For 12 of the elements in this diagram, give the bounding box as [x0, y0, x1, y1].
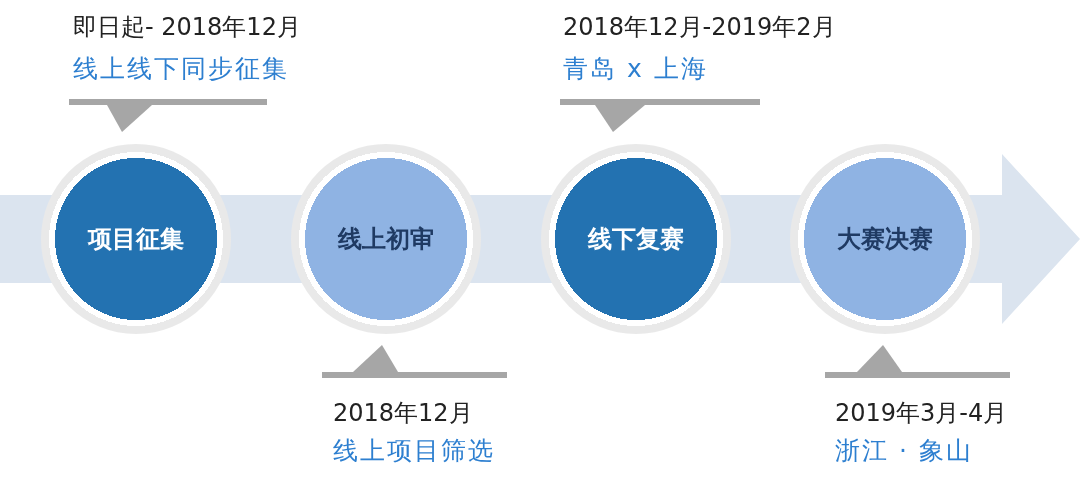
date-label: 即日起- 2018年12月 — [73, 13, 301, 42]
place-label: 浙江 · 象山 — [835, 436, 973, 466]
place-label: 线上线下同步征集 — [73, 54, 289, 84]
step-label: 大赛决赛 — [837, 224, 933, 254]
place-label: 青岛 x 上海 — [563, 54, 708, 84]
step-label: 项目征集 — [88, 224, 184, 254]
date-label: 2019年3月-4月 — [835, 399, 1008, 428]
date-label: 2018年12月 — [333, 399, 473, 428]
date-label: 2018年12月-2019年2月 — [563, 13, 836, 42]
step-label: 线下复赛 — [588, 224, 684, 254]
step-label: 线上初审 — [338, 224, 434, 254]
place-label: 线上项目筛选 — [333, 436, 495, 466]
